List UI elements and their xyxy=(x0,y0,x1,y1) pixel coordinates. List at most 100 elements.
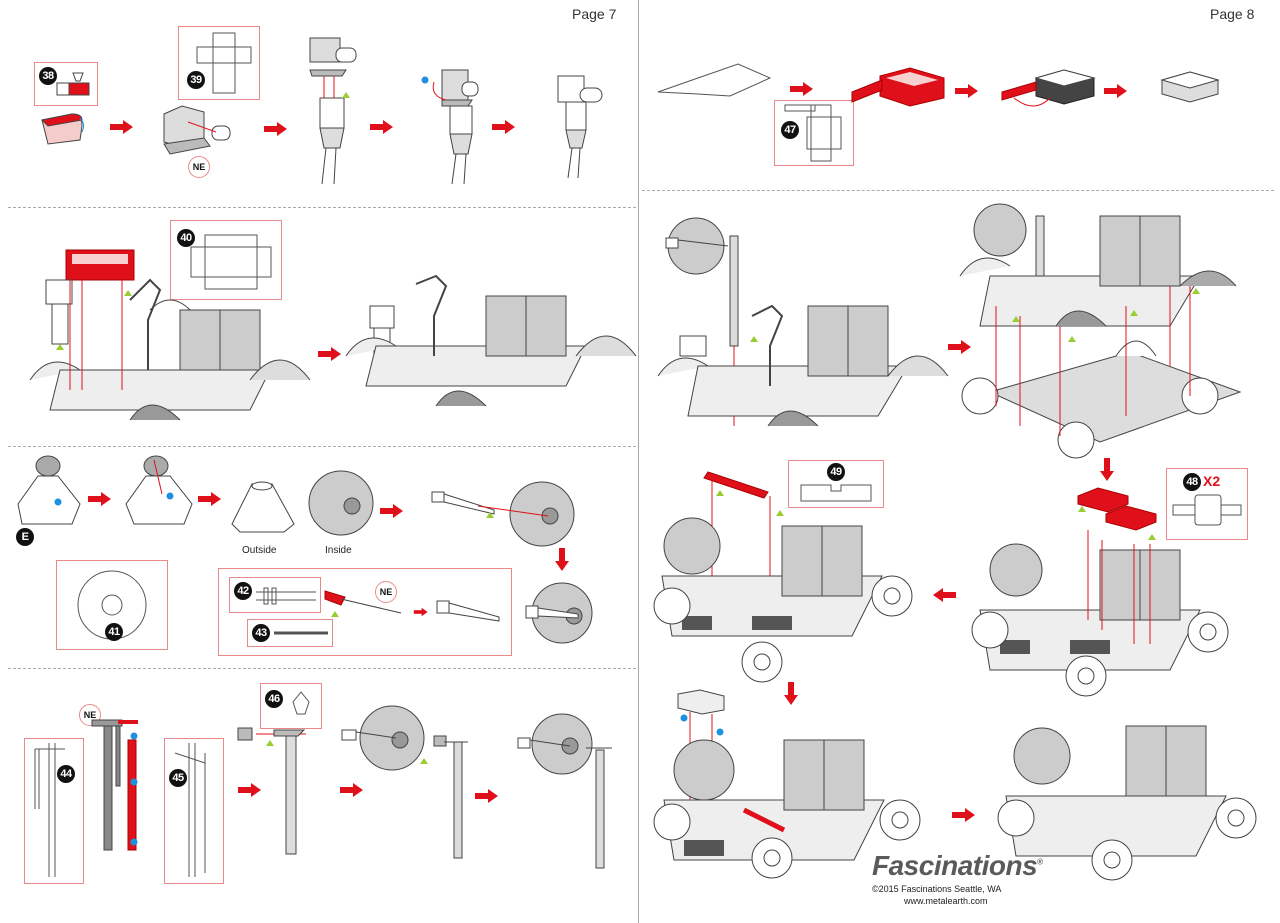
step-arrow-icon xyxy=(198,492,222,506)
brand-name: Fascinations xyxy=(872,850,1038,881)
step-arrow-icon xyxy=(1104,84,1128,98)
section-divider xyxy=(642,190,1274,191)
caption-inside: Inside xyxy=(325,545,352,556)
step-arrow-icon xyxy=(340,783,364,797)
callout-step-41: 41 xyxy=(56,560,168,650)
step-arrow-icon xyxy=(952,808,976,822)
callout-step-47: 47 xyxy=(774,100,854,166)
rover-complete-icon xyxy=(997,725,1257,881)
callout-step-42-43: 42 43 NE xyxy=(218,568,512,656)
part-40-box-icon xyxy=(65,249,135,281)
step-arrow-icon xyxy=(370,120,394,134)
step-arrow-icon xyxy=(238,783,262,797)
part-48-seat-pads-icon xyxy=(1077,487,1157,540)
rover-chassis-complete-icon xyxy=(345,274,637,407)
step-arrow-icon xyxy=(380,504,404,518)
rover-mast-install-icon xyxy=(657,217,949,427)
dish-part-e-icon xyxy=(17,455,81,525)
dish-attach-icon xyxy=(477,481,575,547)
step-arrow-left-icon xyxy=(932,588,956,602)
callout-step-42: 42 xyxy=(229,577,321,613)
no-etch-marker: NE xyxy=(188,156,210,178)
part-47-folded-icon xyxy=(851,67,945,107)
page-number-8: Page 8 xyxy=(1210,6,1255,22)
step-arrow-icon xyxy=(475,789,499,803)
dish-outside-icon xyxy=(231,481,295,533)
part-44-flat-icon xyxy=(34,743,65,877)
callout-step-38: 38 xyxy=(34,62,98,106)
website-link[interactable]: www.metalearth.com xyxy=(904,896,988,906)
part-47-fold-tab-icon xyxy=(1001,69,1096,107)
callout-step-43: 43 xyxy=(247,619,333,647)
step-badge-38: 38 xyxy=(39,67,57,85)
rover-chassis-step-40-icon xyxy=(29,278,311,421)
section-divider xyxy=(8,446,636,447)
dish-fold-icon xyxy=(125,455,193,525)
callout-step-49: 49 xyxy=(788,460,884,508)
step-badge-39: 39 xyxy=(187,71,205,89)
part-47-complete-icon xyxy=(1160,71,1220,103)
step-arrow-icon xyxy=(110,120,134,134)
step-badge-42: 42 xyxy=(234,582,252,600)
step-arrow-icon xyxy=(955,84,979,98)
section-divider xyxy=(8,668,636,669)
step-badge-49: 49 xyxy=(827,463,845,481)
section-divider xyxy=(8,207,636,208)
callout-step-40: 40 xyxy=(170,220,282,300)
part-39-assembly-icon xyxy=(163,105,231,155)
step-arrow-icon xyxy=(492,120,516,134)
step-badge-44: 44 xyxy=(57,765,75,783)
mast-dish-assembly-icon xyxy=(341,705,468,859)
part-38-folded-icon xyxy=(40,113,85,145)
part-38-flat-icon xyxy=(56,72,90,96)
part-47-flat-icon xyxy=(784,104,842,162)
part-40-flat-icon xyxy=(190,234,272,290)
step-badge-43: 43 xyxy=(252,624,270,642)
copyright-text: ©2015 Fascinations Seattle, WA xyxy=(872,884,1002,894)
mast-camera-icon xyxy=(237,727,306,855)
step-arrow-down-icon xyxy=(784,682,798,706)
part-45-flat-icon xyxy=(174,743,206,877)
step-badge-45: 45 xyxy=(169,769,187,787)
page-number-7: Page 7 xyxy=(572,6,617,22)
step-arrow-icon xyxy=(88,492,112,506)
step-badge-46: 46 xyxy=(265,690,283,708)
page-divider xyxy=(638,0,639,923)
callout-step-48: 48 X2 xyxy=(1166,468,1248,540)
rover-cover-install-icon xyxy=(653,471,913,683)
registered-mark: ® xyxy=(1037,857,1043,867)
antenna-part-assembly-icon xyxy=(324,590,402,617)
part-39-flat-icon xyxy=(196,32,252,94)
antenna-handle-result-icon xyxy=(436,600,500,622)
callout-step-46: 46 xyxy=(260,683,322,729)
step-arrow-icon xyxy=(790,82,814,96)
rover-seats-install-icon xyxy=(971,530,1229,697)
rover-body-to-chassis-icon xyxy=(959,203,1242,459)
part-46-flat-icon xyxy=(292,691,310,715)
step-arrow-icon xyxy=(948,340,972,354)
part-49-flat-icon xyxy=(800,484,872,502)
rover-box-install-icon xyxy=(653,689,921,879)
callout-step-39: 39 xyxy=(178,26,260,100)
step-arrow-icon xyxy=(264,122,288,136)
step-badge-47: 47 xyxy=(781,121,799,139)
part-47-sheet-icon xyxy=(657,63,772,97)
step-arrow-down-icon xyxy=(1100,458,1114,482)
step-badge-41: 41 xyxy=(105,623,123,641)
callout-step-44: 44 xyxy=(24,738,84,884)
mast-dish-complete-icon xyxy=(517,713,612,869)
camera-mount-fold-icon xyxy=(421,69,479,185)
step-badge-48: 48 xyxy=(1183,473,1201,491)
mast-assembly-icon xyxy=(91,719,138,851)
dish-inside-icon xyxy=(308,470,374,536)
camera-mount-assembly-icon xyxy=(309,37,357,185)
caption-outside: Outside xyxy=(242,545,277,556)
dish-with-handle-icon xyxy=(525,582,593,644)
part-43-flat-icon xyxy=(274,631,328,635)
step-arrow-down-icon xyxy=(555,548,569,572)
callout-step-45: 45 xyxy=(164,738,224,884)
step-arrow-icon xyxy=(318,347,342,361)
brand-logo: Fascinations® xyxy=(872,850,1043,882)
antenna-handle-icon xyxy=(431,491,495,518)
camera-mount-complete-icon xyxy=(557,75,603,179)
